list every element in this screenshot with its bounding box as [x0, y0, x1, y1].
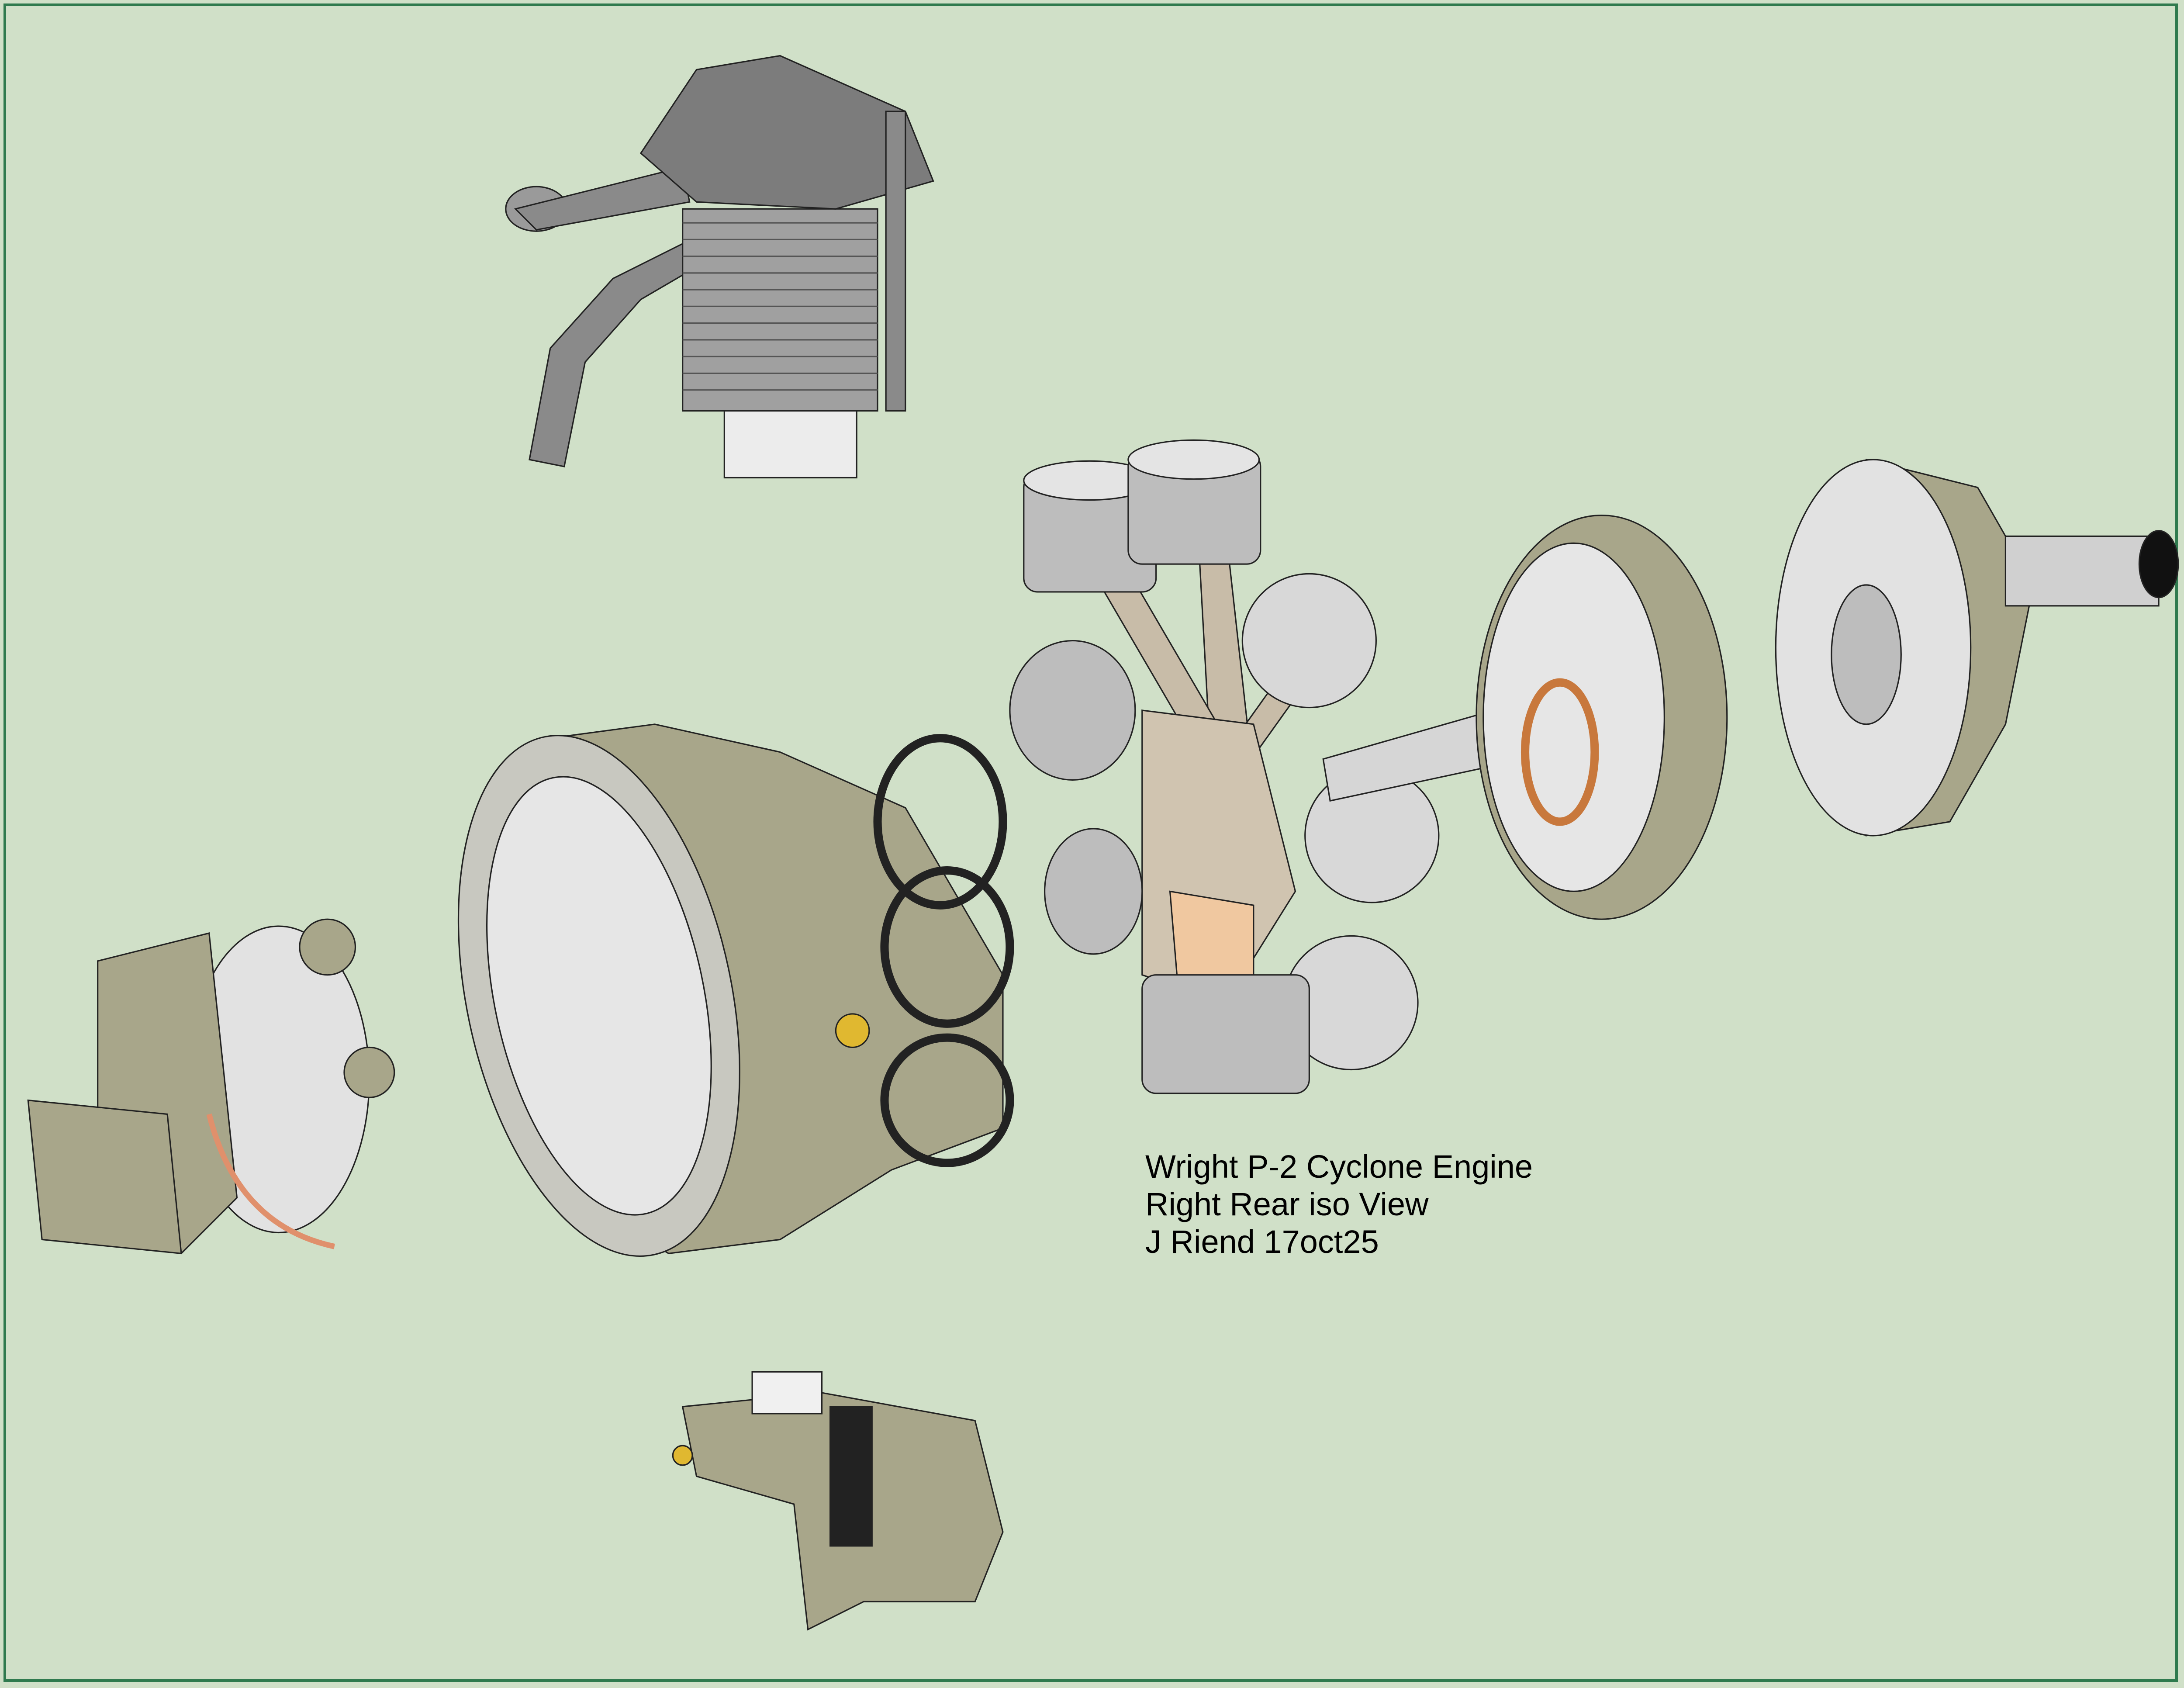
drawing-border — [3, 3, 2178, 1682]
drawing-caption: Wright P-2 Cyclone Engine Right Rear iso… — [1145, 1148, 1533, 1261]
caption-title: Wright P-2 Cyclone Engine — [1145, 1148, 1533, 1185]
cylinder-assembly — [505, 55, 934, 479]
caption-author-date: J Riend 17oct25 — [1145, 1224, 1379, 1260]
crankcase — [457, 723, 1014, 1257]
caption-view: Right Rear iso View — [1145, 1186, 1429, 1222]
front-nose-case — [1476, 515, 1728, 920]
oil-pump — [672, 1371, 1004, 1631]
propeller-shaft-housing — [1775, 459, 2179, 837]
piston-and-rod-assembly — [1009, 439, 1526, 1094]
accessory-case — [27, 918, 395, 1255]
